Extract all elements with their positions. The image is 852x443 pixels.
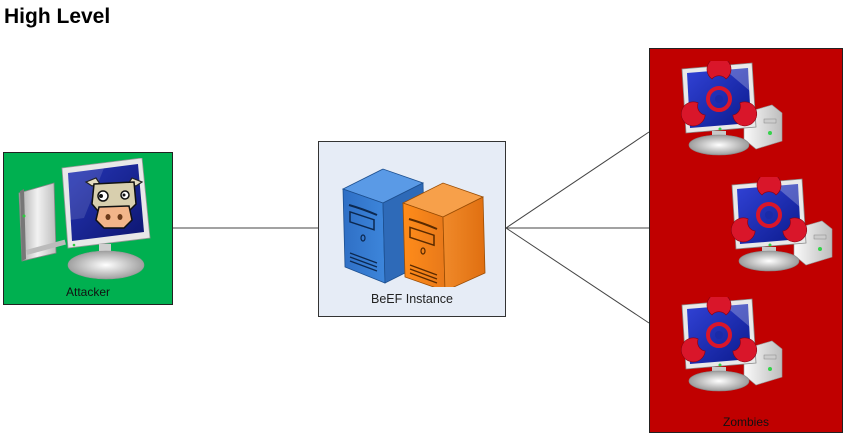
beef-instance-node[interactable]: BeEF Instance: [318, 141, 506, 317]
zombies-node[interactable]: Zombies: [649, 48, 843, 433]
attacker-node[interactable]: Attacker: [3, 152, 173, 305]
edge-beef-zombie-3: [505, 227, 650, 324]
beef-instance-label: BeEF Instance: [371, 292, 453, 306]
computer-biohazard-icon[interactable]: [664, 297, 789, 392]
diagram-title: High Level: [4, 5, 111, 28]
computer-biohazard-icon[interactable]: [664, 61, 789, 156]
computer-biohazard-icon[interactable]: [714, 177, 839, 272]
attacker-label: Attacker: [65, 285, 110, 299]
edge-beef-zombie-1: [505, 131, 650, 229]
zombies-label: Zombies: [722, 415, 769, 429]
computer-cow-icon: [18, 158, 151, 280]
server-pair-icon: [341, 168, 486, 287]
